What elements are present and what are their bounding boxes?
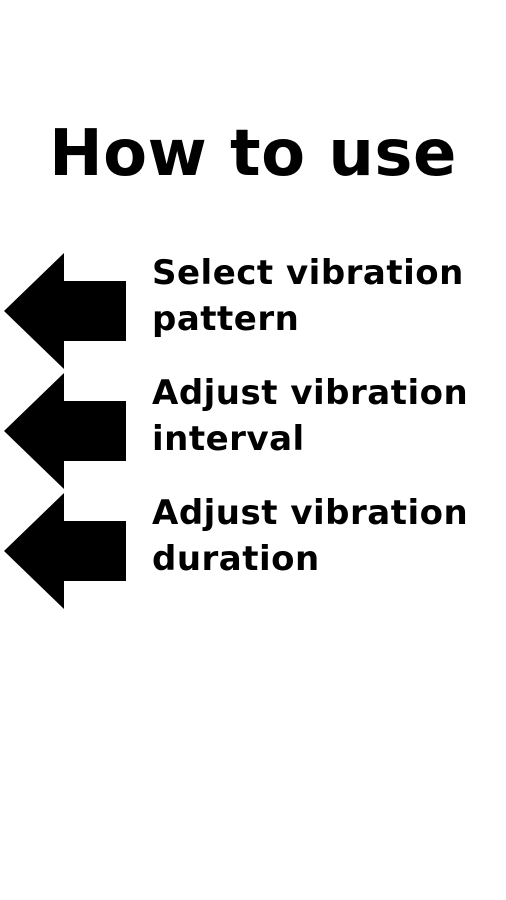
instruction-label-line2: pattern — [152, 299, 300, 339]
instruction-label: Adjust vibration interval — [152, 370, 502, 462]
arrow-left-icon — [4, 373, 126, 489]
instruction-label-line1: Select vibration — [152, 253, 464, 293]
arrow-left-icon — [4, 493, 126, 609]
page-title: How to use — [49, 117, 457, 191]
instruction-label-line2: interval — [152, 419, 305, 459]
instruction-label: Select vibration pattern — [152, 250, 502, 342]
instruction-label-line1: Adjust vibration — [152, 493, 469, 533]
instruction-label: Adjust vibration duration — [152, 490, 502, 582]
instruction-row-pattern: Select vibration pattern — [0, 250, 506, 369]
arrow-left-icon — [4, 253, 126, 369]
instruction-row-duration: Adjust vibration duration — [0, 490, 506, 609]
instruction-label-line2: duration — [152, 539, 320, 579]
instruction-label-line1: Adjust vibration — [152, 373, 469, 413]
instruction-row-interval: Adjust vibration interval — [0, 370, 506, 489]
